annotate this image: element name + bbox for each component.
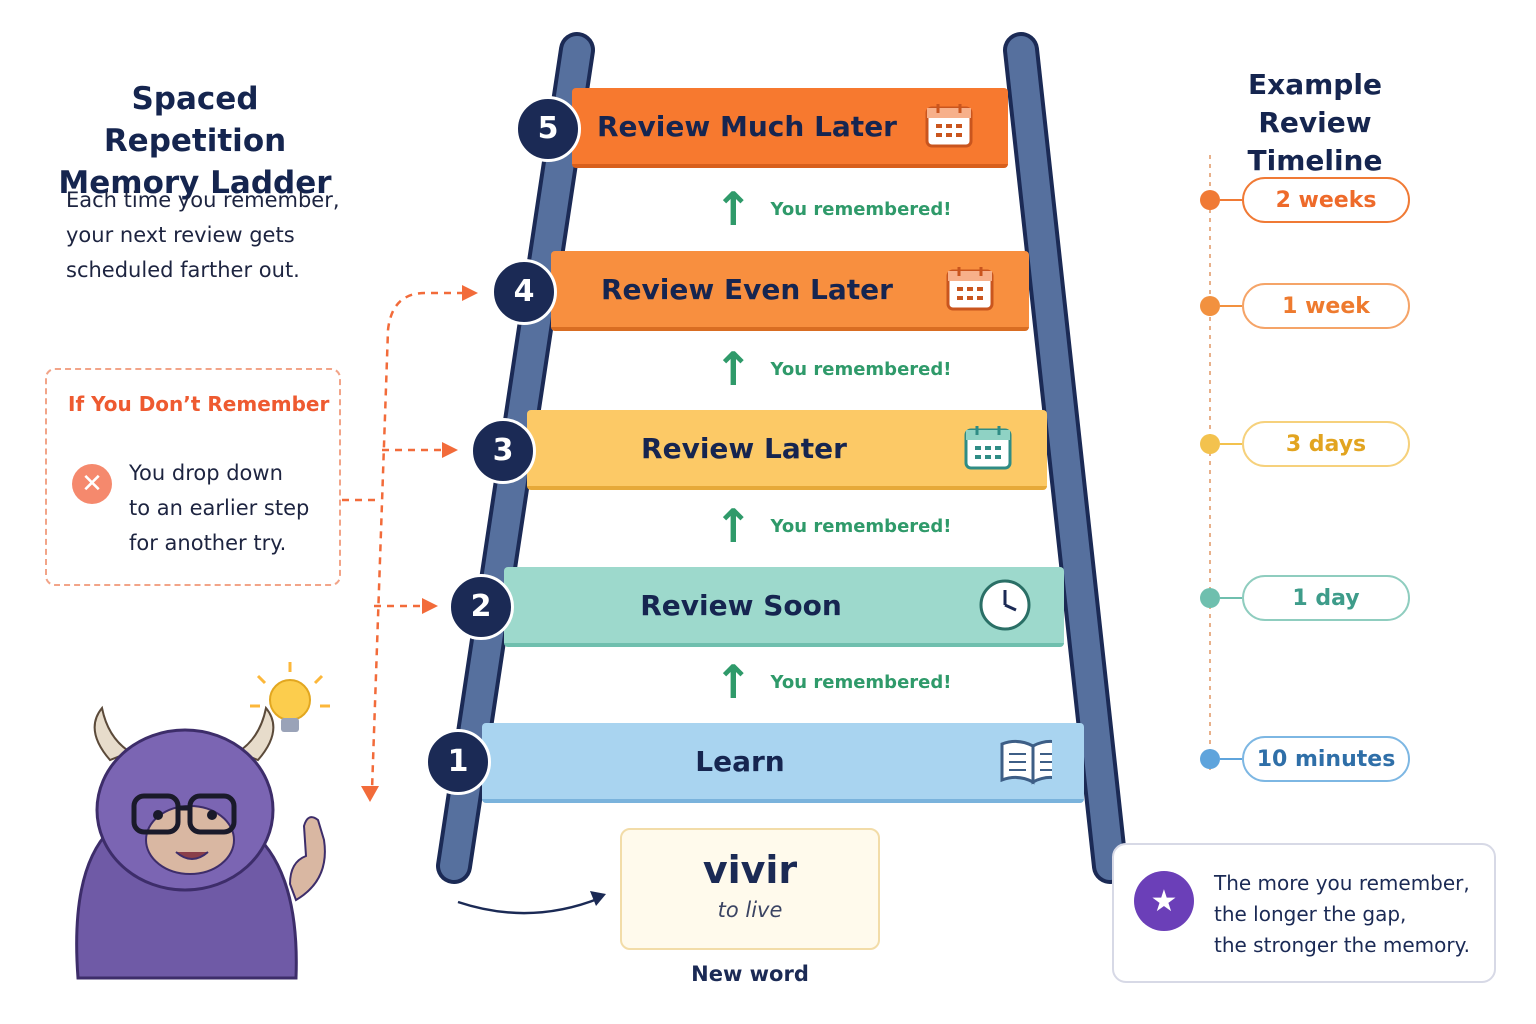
rung-label-step-2: Review Soon [640,588,842,622]
remembered-label: ↑You remembered! [714,182,952,236]
rung-label-step-4: Review Even Later [601,272,893,306]
step-badge-4: 4 [491,259,557,325]
rung-label-step-5: Review Much Later [596,109,897,143]
drop-line-2: to an earlier step [129,496,310,520]
timeline-dot [1200,434,1220,454]
rung-label-step-1: Learn [695,744,785,778]
drop-arrow-from-4 [370,291,464,791]
page-title: Spaced Repetition Memory Ladder [40,78,350,204]
note-line-3: the stronger the memory. [1214,933,1470,957]
rung-label-step-3: Review Later [641,431,847,465]
title-line-2: Memory Ladder [58,165,332,201]
timeline-connector [1220,305,1242,307]
timeline-title-line-2: Timeline [1247,144,1383,177]
lightbulb-icon [250,662,330,732]
step-badge-2: 2 [448,574,514,640]
intro-text: Each time you remember, your next review… [66,183,356,288]
drop-line-1: You drop down [129,461,283,485]
remembered-label: ↑You remembered! [714,655,952,709]
new-word-caption: New word [691,962,809,986]
step-badge-5: 5 [515,96,581,162]
up-arrow-icon: ↑ [714,655,753,709]
drop-arrow-heads [361,285,478,802]
rung-step-4: Review Even Later [551,251,1029,331]
timeline-pill-3-days: 3 days [1242,421,1410,467]
new-word-text: vivir [702,848,798,892]
timeline-connector [1220,199,1242,201]
new-word-translation: to live [717,898,783,922]
rung-step-5: Review Much Later [572,88,1008,168]
dont-remember-heading: If You Don’t Remember [68,392,330,416]
up-arrow-icon: ↑ [714,499,753,553]
step-badge-1: 1 [425,729,491,795]
curved-arrow [457,896,601,915]
title-line-1: Spaced Repetition [103,81,287,159]
dont-remember-panel [45,368,341,586]
rung-step-3: Review Later [527,410,1047,490]
timeline-dot [1200,296,1220,316]
calendar-icon [922,99,976,153]
remembered-label: ↑You remembered! [714,499,952,553]
ladder-right-rail [1007,36,1124,880]
new-word-card: vivir to live [620,828,880,950]
remembered-label: ↑You remembered! [714,342,952,396]
timeline-connector [1220,758,1242,760]
timeline-dot [1200,749,1220,769]
timeline-pill-1-week: 1 week [1242,283,1410,329]
dont-remember-text: You drop down to an earlier step for ano… [129,456,329,561]
rung-step-1: Learn [482,723,1084,803]
timeline-connector [1220,597,1242,599]
step-badge-3: 3 [470,418,536,484]
rung-step-2: Review Soon [504,567,1064,647]
timeline-pill-10-minutes: 10 minutes [1242,736,1410,782]
calendar-icon [961,421,1015,475]
memory-note-text: The more you remember, the longer the ga… [1214,868,1484,961]
star-icon: ★ [1134,871,1194,931]
timeline-title: Example Review Timeline [1190,66,1440,180]
up-arrow-icon: ↑ [714,342,753,396]
timeline-pill-2-weeks: 2 weeks [1242,177,1410,223]
intro-line-3: scheduled farther out. [66,258,300,282]
x-circle-icon: ✕ [72,464,112,504]
note-line-1: The more you remember, [1214,871,1470,895]
drop-down-arrows [342,291,464,791]
intro-line-2: your next review gets [66,223,295,247]
timeline-title-line-1: Example Review [1248,68,1382,139]
note-line-2: the longer the gap, [1214,902,1407,926]
intro-line-1: Each time you remember, [66,188,340,212]
mascot-illustration [75,705,326,980]
up-arrow-icon: ↑ [714,182,753,236]
open-book-icon [998,734,1052,788]
timeline-dot [1200,588,1220,608]
clock-icon [978,578,1032,632]
timeline-connector [1220,443,1242,445]
calendar-icon [943,262,997,316]
timeline-pill-1-day: 1 day [1242,575,1410,621]
drop-line-3: for another try. [129,531,287,555]
timeline-dot [1200,190,1220,210]
